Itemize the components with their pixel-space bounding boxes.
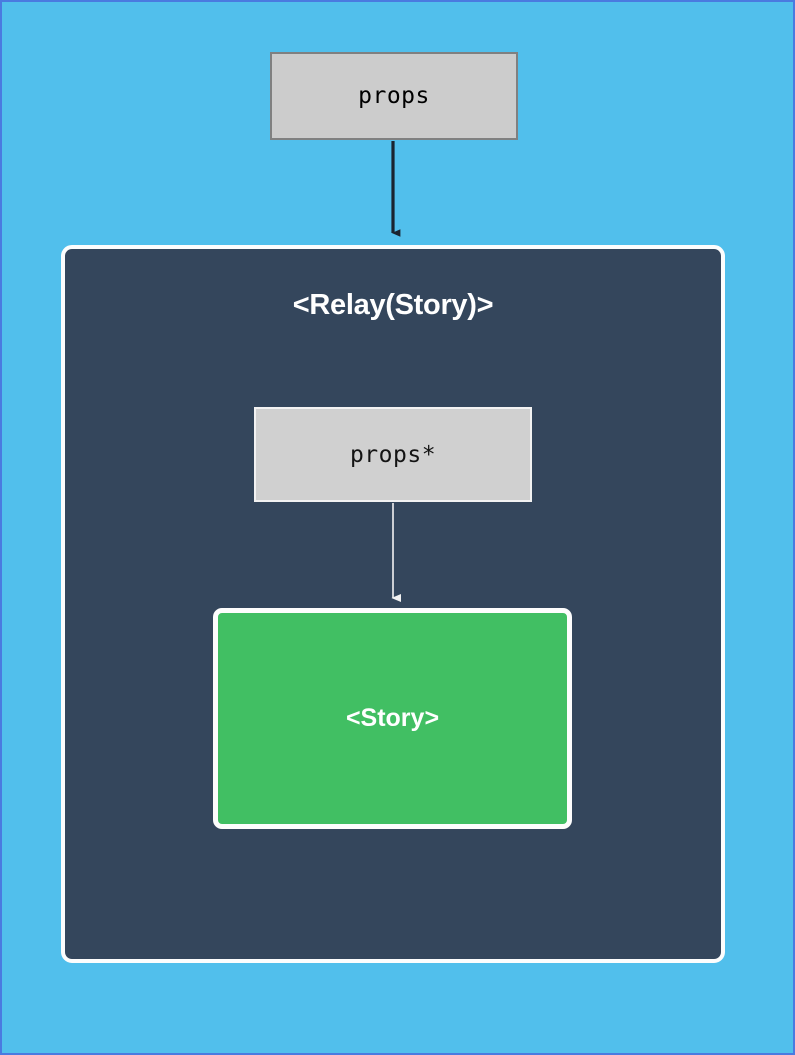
node-props-outer[interactable]: props (270, 52, 518, 140)
node-props-inner-label: props* (349, 441, 437, 468)
node-story[interactable]: <Story> (213, 608, 572, 829)
node-props-inner[interactable]: props* (254, 407, 532, 502)
node-story-label: <Story> (345, 704, 440, 732)
node-props-outer-label: props (358, 83, 430, 109)
node-relay-panel[interactable]: <Relay(Story)> (61, 245, 725, 963)
node-relay-panel-title: <Relay(Story)> (292, 289, 494, 321)
